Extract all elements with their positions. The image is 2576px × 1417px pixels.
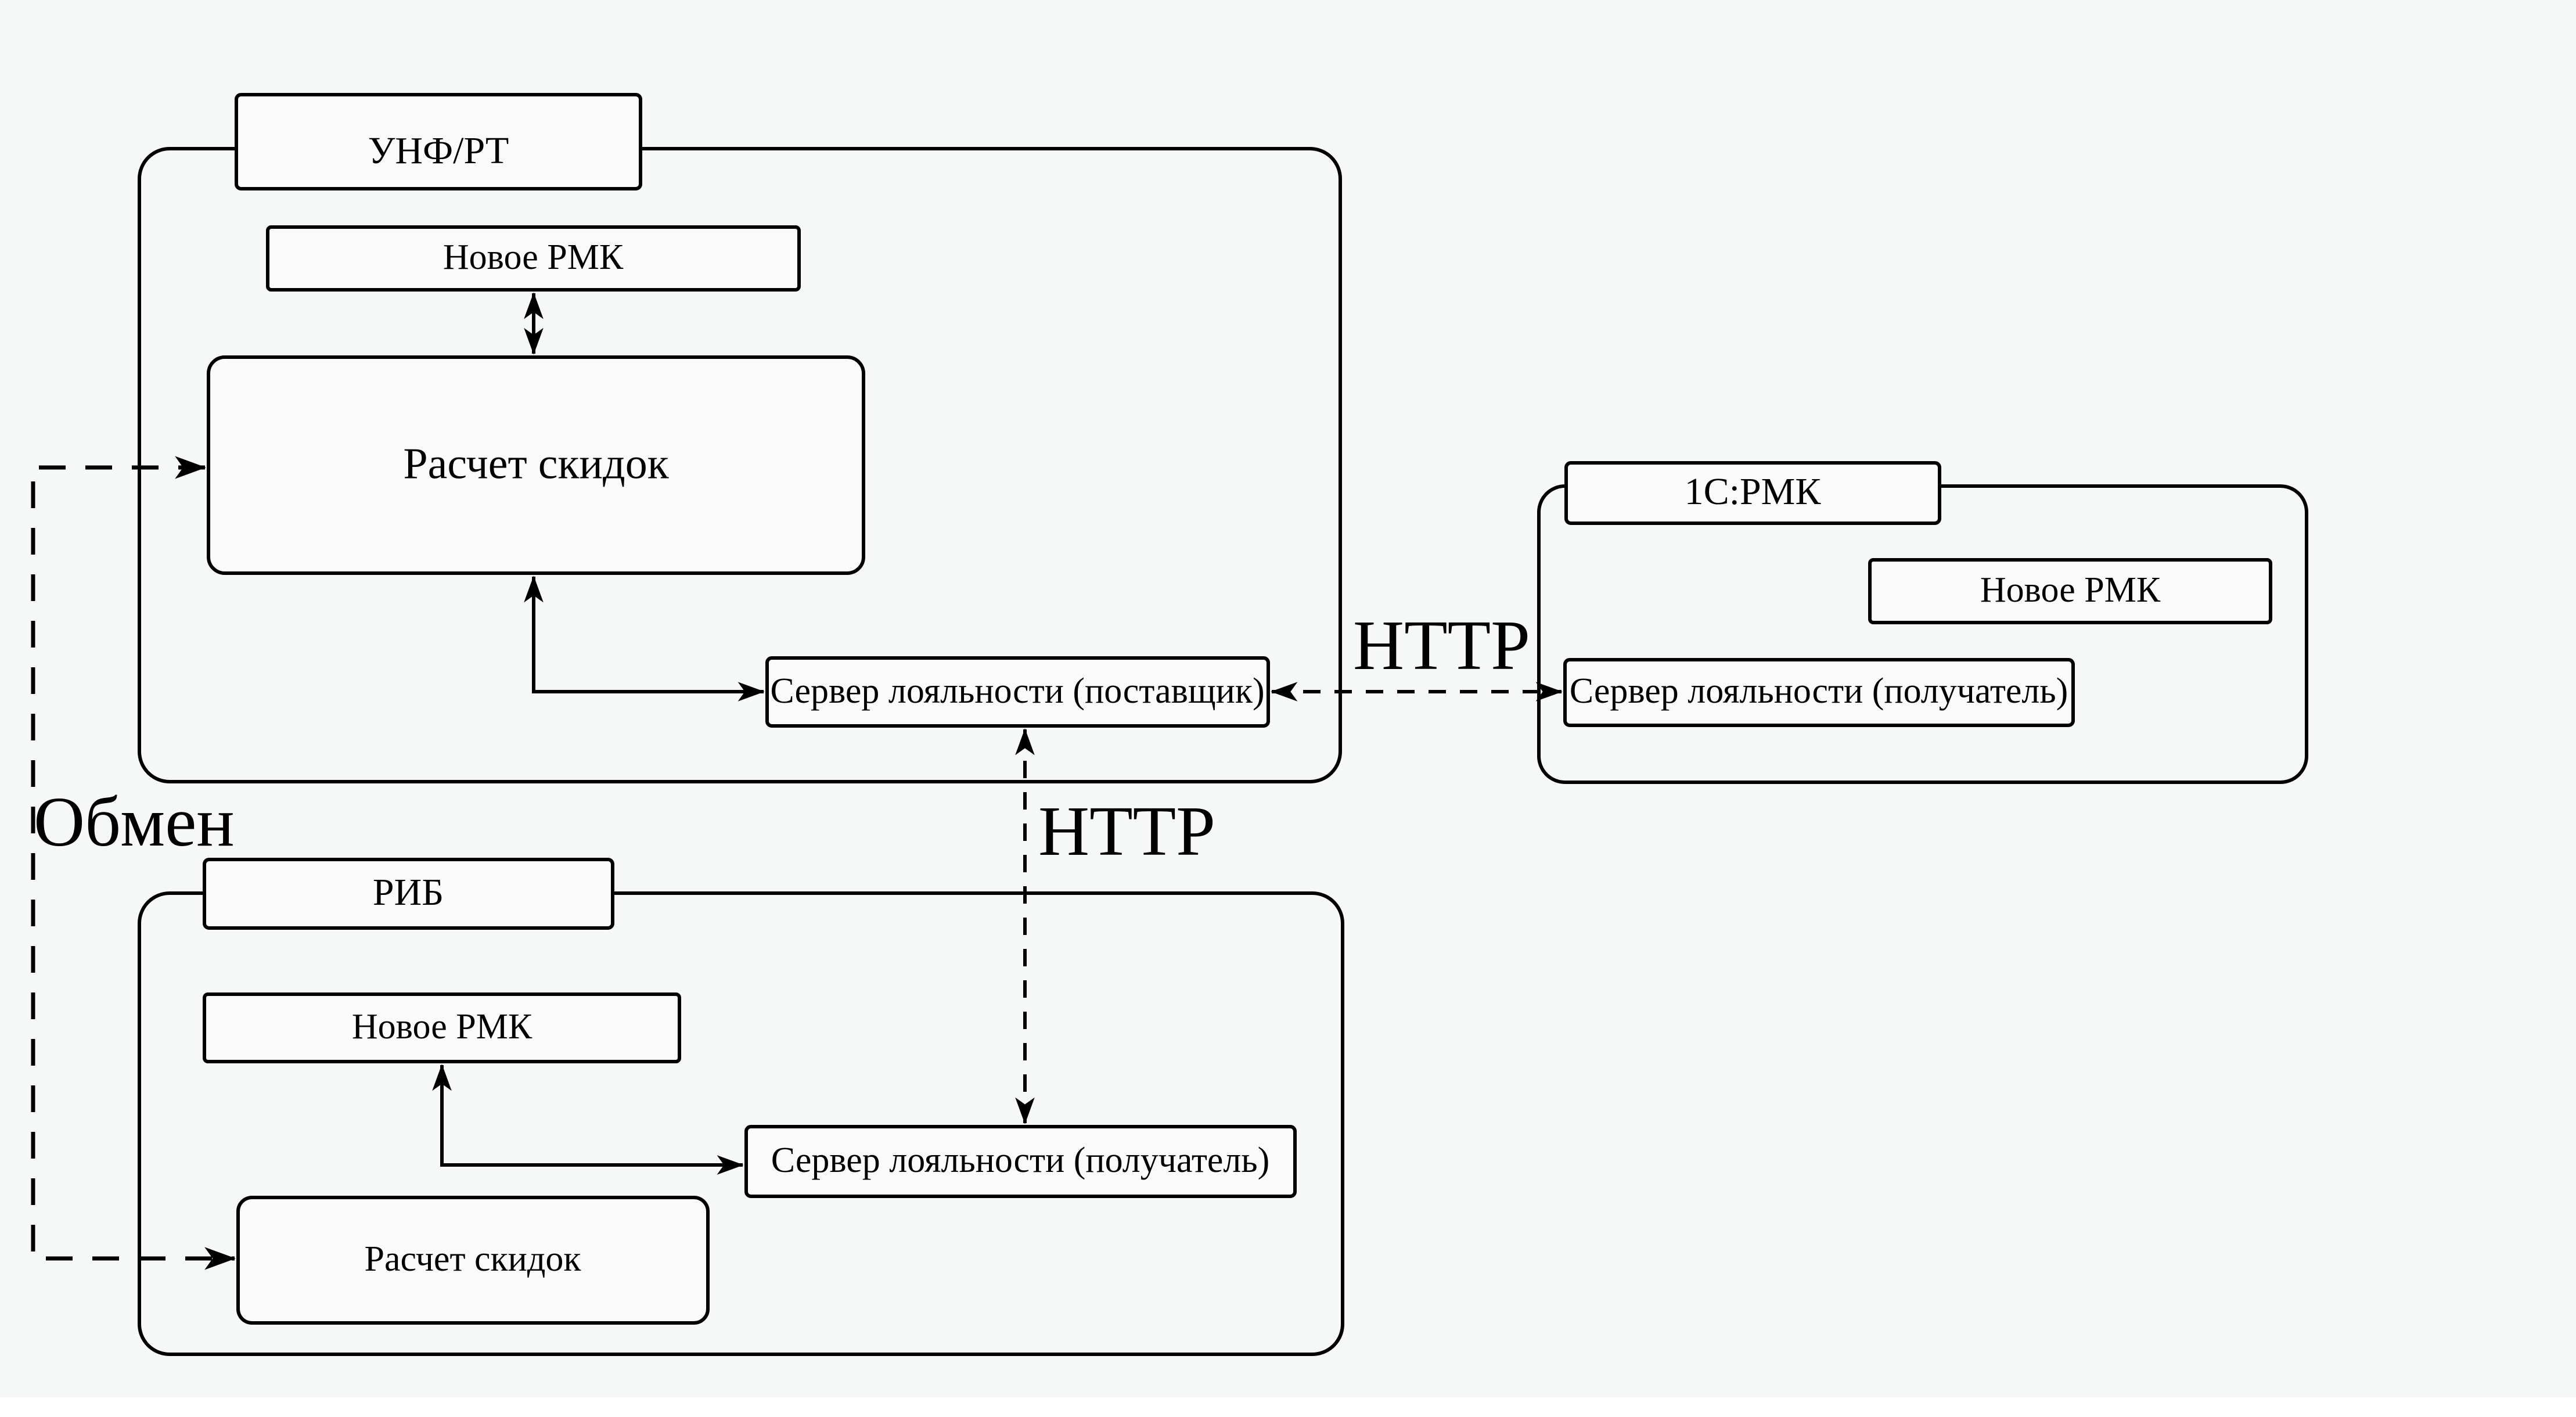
node-rib-loyalty-server-receiver [744, 1125, 1297, 1198]
node-1c-loyalty-server-receiver-label: Сервер лояльности (получатель) [1570, 671, 2068, 711]
node-1c-loyalty-server-receiver [1563, 658, 2075, 727]
edge-exchange-path [31, 456, 236, 1270]
tab-1c-rmk-label: 1С:РМК [1685, 470, 1822, 513]
node-unf-loyalty-server-supplier [765, 656, 1270, 728]
tab-rib-label: РИБ [373, 871, 444, 914]
label-http-top: HTTP [1353, 606, 1530, 685]
node-unf-raschet-skidok-label: Расчет скидок [403, 439, 668, 488]
node-rib-raschet-skidok-label: Расчет скидок [364, 1239, 581, 1279]
node-1c-novoe-rmk [1868, 558, 2272, 624]
node-1c-novoe-rmk-label: Новое РМК [1980, 570, 2161, 610]
container-1c-rmk [1537, 484, 2308, 784]
label-exchange: Обмен [34, 783, 235, 861]
tab-1c-rmk [1564, 461, 1941, 525]
tab-unf-rt [235, 93, 642, 190]
node-rib-raschet-skidok [236, 1196, 710, 1325]
edge-rib-rmk-server [432, 1064, 744, 1175]
container-unf-rt [138, 147, 1342, 783]
node-unf-loyalty-server-supplier-label: Сервер лояльности (поставщик) [770, 671, 1264, 711]
edge-unf-calc-server [524, 576, 765, 702]
node-unf-novoe-rmk-label: Новое РМК [443, 238, 624, 277]
node-rib-loyalty-server-receiver-label: Сервер лояльности (получатель) [771, 1141, 1270, 1180]
label-http-middle: HTTP [1038, 792, 1215, 871]
node-rib-novoe-rmk-label: Новое РМК [352, 1007, 533, 1046]
node-unf-novoe-rmk [266, 225, 801, 292]
page-bottom-strip [0, 1397, 2576, 1417]
tab-unf-rt-label: УНФ/РТ [368, 130, 509, 172]
container-rib [138, 891, 1344, 1356]
